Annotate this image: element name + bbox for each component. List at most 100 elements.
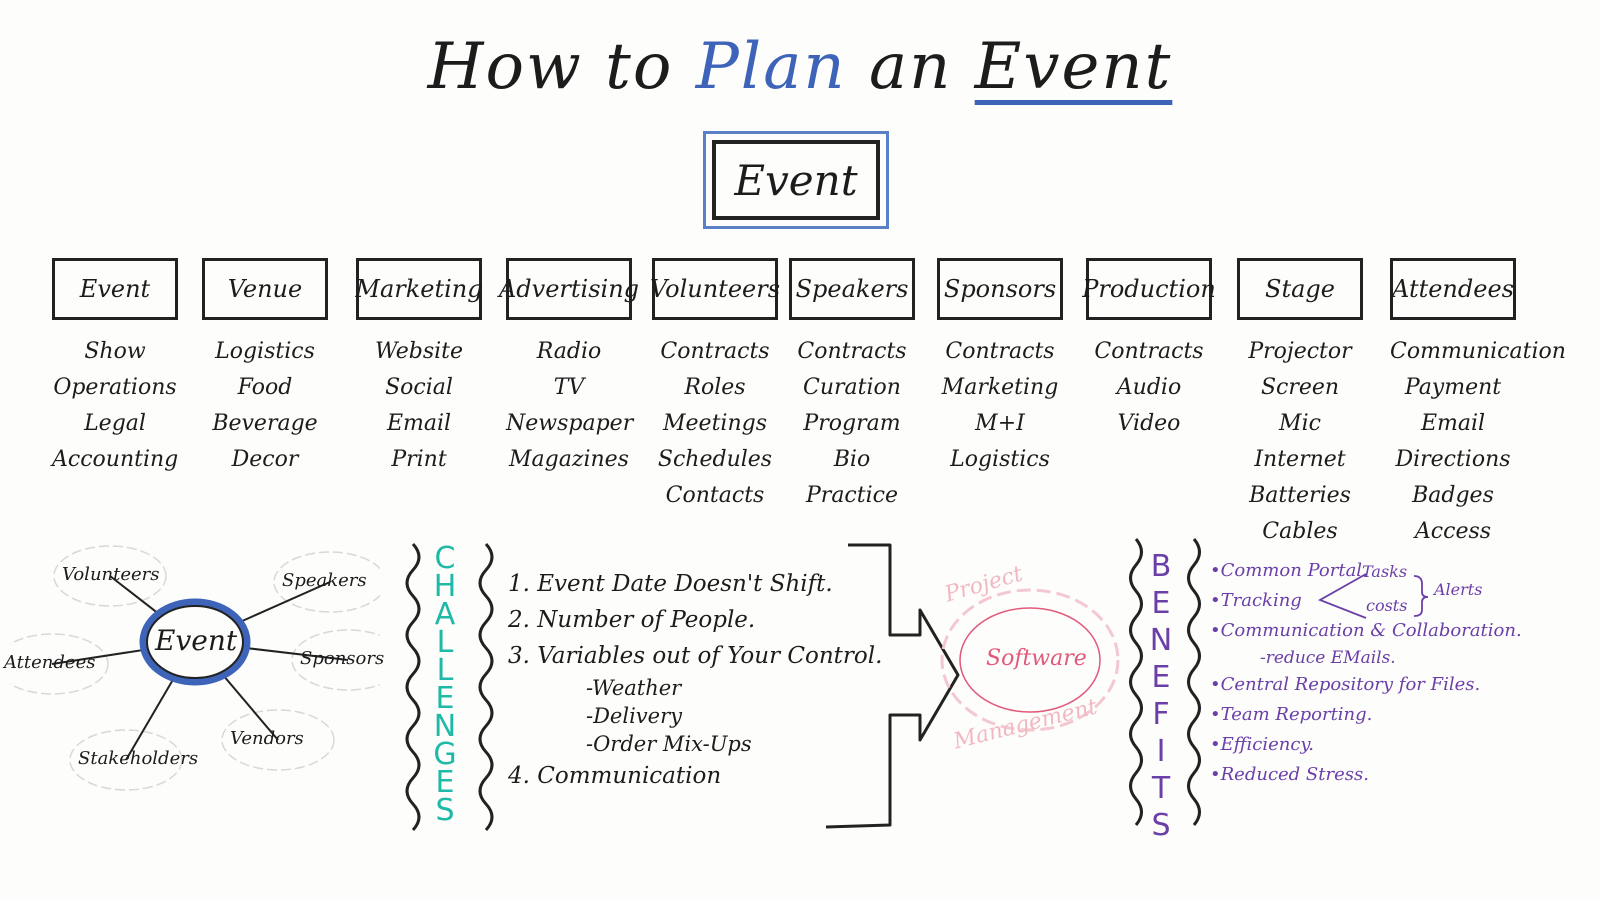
- column-item: Logistics: [950, 447, 1050, 472]
- column-item: Meetings: [663, 411, 767, 436]
- column-item: Communication: [1390, 339, 1566, 364]
- mindmap-hub-circle: [146, 605, 244, 679]
- column-item: Payment: [1404, 375, 1502, 400]
- column-item: Contracts: [797, 339, 907, 364]
- challenge-item: 3. Variables out of Your Control.: [508, 643, 883, 669]
- costs-label: costs: [1366, 596, 1408, 615]
- challenges-letter: C: [434, 541, 456, 576]
- challenges-letter: L: [436, 653, 454, 688]
- mindmap-cloud: [10, 633, 109, 695]
- column-item: Audio: [1116, 375, 1182, 400]
- mindmap-cloud: [69, 729, 183, 791]
- challenges-list: 1. Event Date Doesn't Shift. 2. Number of…: [508, 566, 883, 794]
- mindmap-hub-ring: [139, 598, 251, 686]
- tasks-label: Tasks: [1362, 562, 1408, 581]
- column-item: Website: [374, 339, 464, 364]
- benefits-brace-left: [1129, 538, 1143, 826]
- challenges-letter: L: [436, 625, 454, 660]
- alerts-label: Alerts: [1434, 580, 1483, 599]
- benefit-item: •Tracking: [1210, 590, 1302, 611]
- title-part1: How to: [427, 30, 696, 104]
- page-title: How to Plan an Event: [0, 30, 1600, 104]
- benefits-letter: N: [1149, 623, 1173, 658]
- column-item: TV: [553, 375, 585, 400]
- benefits-list: •Common Portal.•Tracking•Communication &…: [1210, 556, 1590, 790]
- challenges-letter: G: [433, 737, 457, 772]
- column-item: Bio: [833, 447, 871, 472]
- column-item: Roles: [684, 375, 746, 400]
- benefit-item: •Efficiency.: [1210, 734, 1314, 755]
- column-header: Marketing: [355, 258, 483, 320]
- column-item: Curation: [803, 375, 901, 400]
- challenge-subitem: -Order Mix-Ups: [586, 732, 752, 756]
- benefit-item: •Common Portal.: [1210, 560, 1368, 581]
- column-header: Speakers: [789, 258, 915, 320]
- column-header: Event: [52, 258, 178, 320]
- benefits-letter: I: [1156, 734, 1166, 769]
- column-item: M+I: [975, 411, 1025, 436]
- benefits-brace-right: [1187, 538, 1201, 826]
- column-item: Badges: [1412, 483, 1494, 508]
- column-item: Operations: [53, 375, 177, 400]
- column-item: Contracts: [945, 339, 1055, 364]
- pm-software-label: Software: [986, 646, 1087, 671]
- challenge-item: 1. Event Date Doesn't Shift.: [508, 571, 833, 597]
- column-item: Practice: [806, 483, 898, 508]
- column-item: Contacts: [665, 483, 765, 508]
- mindmap-node: Vendors: [230, 728, 304, 749]
- challenges-brace-right: [478, 542, 494, 832]
- column-item: Program: [803, 411, 901, 436]
- arrow-to-software: [825, 543, 960, 829]
- mindmap-node: Sponsors: [300, 648, 385, 669]
- column-item: Social: [385, 375, 453, 400]
- mindmap-node: Stakeholders: [78, 748, 199, 769]
- challenges-letter: E: [435, 681, 455, 716]
- column-item: Cables: [1262, 519, 1338, 544]
- column-item: Newspaper: [506, 411, 634, 436]
- challenge-subitem: -Delivery: [586, 704, 682, 728]
- column-item: Video: [1117, 411, 1181, 436]
- benefit-item: •Team Reporting.: [1210, 704, 1373, 725]
- challenges-letter: A: [434, 597, 456, 632]
- column-header: Sponsors: [937, 258, 1063, 320]
- column-item: Internet: [1254, 447, 1346, 472]
- column-header: Stage: [1237, 258, 1363, 320]
- challenges-letter: N: [433, 709, 457, 744]
- column-item: Directions: [1395, 447, 1511, 472]
- mindmap-node: Volunteers: [62, 564, 160, 585]
- title-part2: an: [846, 30, 975, 104]
- benefit-subitem: -reduce EMails.: [1260, 648, 1396, 668]
- main-event-box: Event: [703, 131, 889, 229]
- column-item: Show: [84, 339, 146, 364]
- benefit-item: •Central Repository for Files.: [1210, 674, 1481, 695]
- column-item: Decor: [231, 447, 299, 472]
- column-item: Email: [1420, 411, 1486, 436]
- mindmap-node: Speakers: [282, 570, 367, 591]
- column-item: Print: [391, 447, 447, 472]
- mindmap-node: Attendees: [4, 652, 96, 673]
- column-item: Beverage: [212, 411, 318, 436]
- benefits-letter: T: [1151, 771, 1171, 806]
- column-header: Advertising: [499, 258, 639, 320]
- challenge-item: 2. Number of People.: [508, 607, 756, 633]
- column-item: Marketing: [941, 375, 1059, 400]
